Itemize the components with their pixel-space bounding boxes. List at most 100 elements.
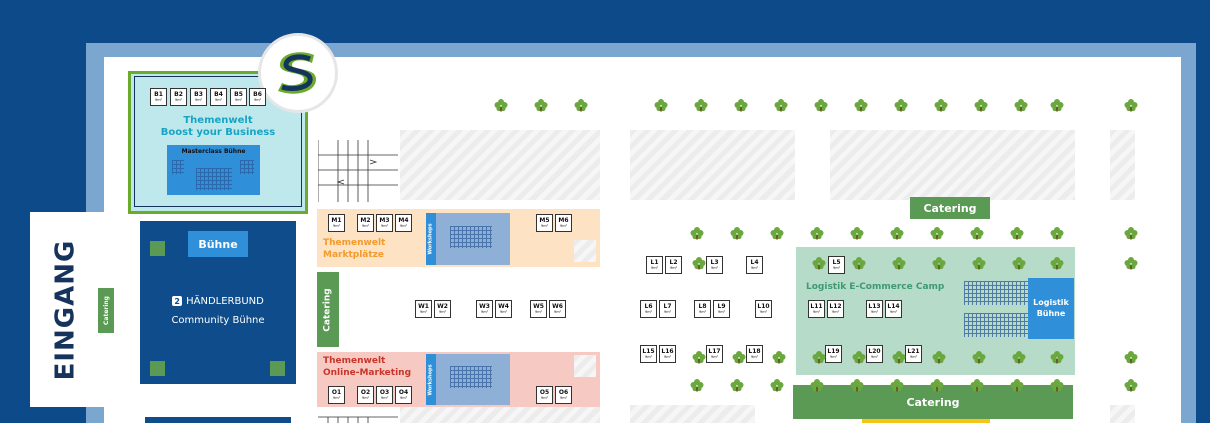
hatched-area (630, 130, 795, 200)
tree-icon (1124, 379, 1138, 392)
hatched-area (400, 405, 600, 423)
stairs-icon (318, 416, 398, 423)
tree-icon (692, 257, 706, 270)
catering-bottom[interactable]: Catering (793, 385, 1073, 419)
seating-block (964, 313, 1028, 337)
tree-icon (894, 99, 908, 112)
tree-icon (1124, 227, 1138, 240)
zone-boost-title-1: Themenwelt (183, 115, 253, 126)
tree-icon (1012, 351, 1026, 364)
zone-online-marketing-title-2: Online-Marketing (323, 368, 412, 378)
tree-icon (1124, 99, 1138, 112)
tree-icon (1050, 379, 1064, 392)
catering-top[interactable]: Catering (910, 197, 990, 219)
hatched-area (830, 130, 1075, 200)
tree-icon (770, 379, 784, 392)
tree-icon (1050, 227, 1064, 240)
zone-boost-inner-border (134, 76, 302, 207)
tree-icon (690, 227, 704, 240)
tree-icon (890, 227, 904, 240)
catering-vertical[interactable]: Catering (317, 272, 339, 347)
hall-right-wall (1181, 57, 1196, 423)
stairs-icon (318, 140, 398, 202)
tree-icon (892, 351, 906, 364)
logistik-stage-label-1: Logistik (1033, 298, 1069, 307)
tree-icon (1050, 351, 1064, 364)
hatched-area (1110, 405, 1135, 423)
hatched-area (630, 405, 755, 423)
seating-block (172, 160, 184, 174)
hatched-area (400, 130, 600, 200)
workshops-marktplaetze[interactable]: Workshops (426, 213, 436, 265)
tree-icon (852, 351, 866, 364)
logistik-stage[interactable] (1028, 278, 1074, 339)
zone-boost-title-2: Boost your Business (160, 127, 276, 138)
seating-block (450, 226, 492, 248)
tree-icon (494, 99, 508, 112)
tree-icon (810, 227, 824, 240)
tree-icon (974, 99, 988, 112)
seating-block (240, 160, 254, 174)
catering-marker (270, 361, 285, 376)
zone-online-marketing-title-1: Themenwelt (323, 356, 386, 366)
community-stage-label: Bühne (198, 237, 238, 251)
tree-icon (972, 351, 986, 364)
tree-icon (694, 99, 708, 112)
workshops-online-marketing[interactable]: Workshops (426, 354, 436, 405)
zone-marktplaetze-title-1: Themenwelt (323, 238, 386, 248)
community-stage[interactable]: Bühne (188, 231, 248, 257)
tree-icon (1124, 257, 1138, 270)
tree-icon (854, 99, 868, 112)
tree-icon (810, 379, 824, 392)
tree-icon (812, 351, 826, 364)
community-subtitle: Community Bühne (171, 315, 265, 326)
tree-icon (1012, 257, 1026, 270)
tree-icon (770, 227, 784, 240)
